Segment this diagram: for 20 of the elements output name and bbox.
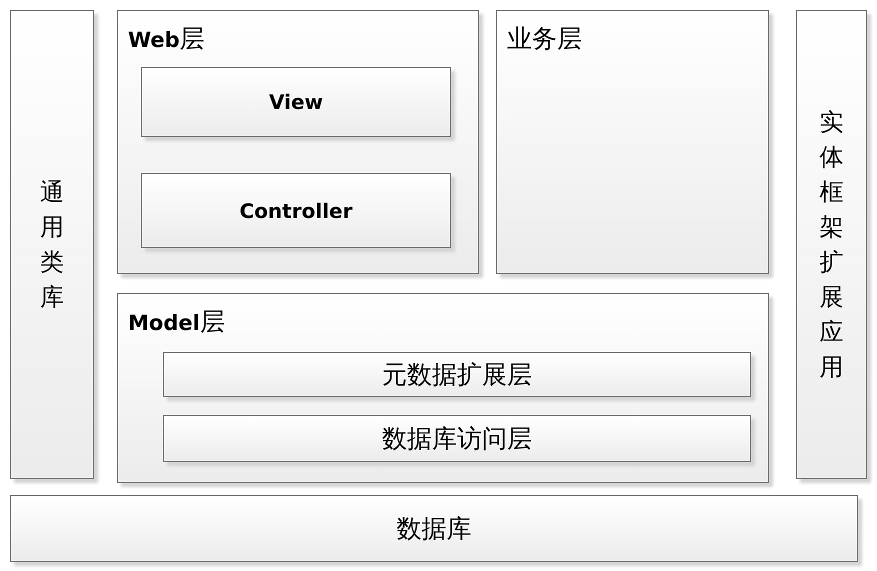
module-label: View — [268, 89, 324, 115]
layer-box — [496, 10, 769, 274]
module-box — [163, 352, 751, 397]
layer-title: Model层 — [128, 307, 225, 338]
module-label: 元数据扩展层 — [382, 360, 532, 390]
vertical-label: 实体框架扩展应用 — [818, 106, 844, 382]
module-box — [141, 173, 451, 248]
layer-label: 数据库 — [396, 514, 472, 544]
module-box — [163, 415, 751, 462]
layer-box — [10, 495, 858, 562]
module-label: 数据库访问层 — [382, 424, 532, 454]
vertical-box — [10, 10, 94, 479]
layer-title: 业务层 — [507, 24, 582, 54]
layer-title: Web层 — [128, 24, 205, 55]
module-box — [141, 67, 451, 137]
vertical-box — [796, 10, 867, 479]
layer-box — [117, 10, 479, 274]
module-label: Controller — [240, 198, 352, 224]
vertical-label: 通用类库 — [39, 176, 65, 312]
layer-box — [117, 293, 769, 483]
